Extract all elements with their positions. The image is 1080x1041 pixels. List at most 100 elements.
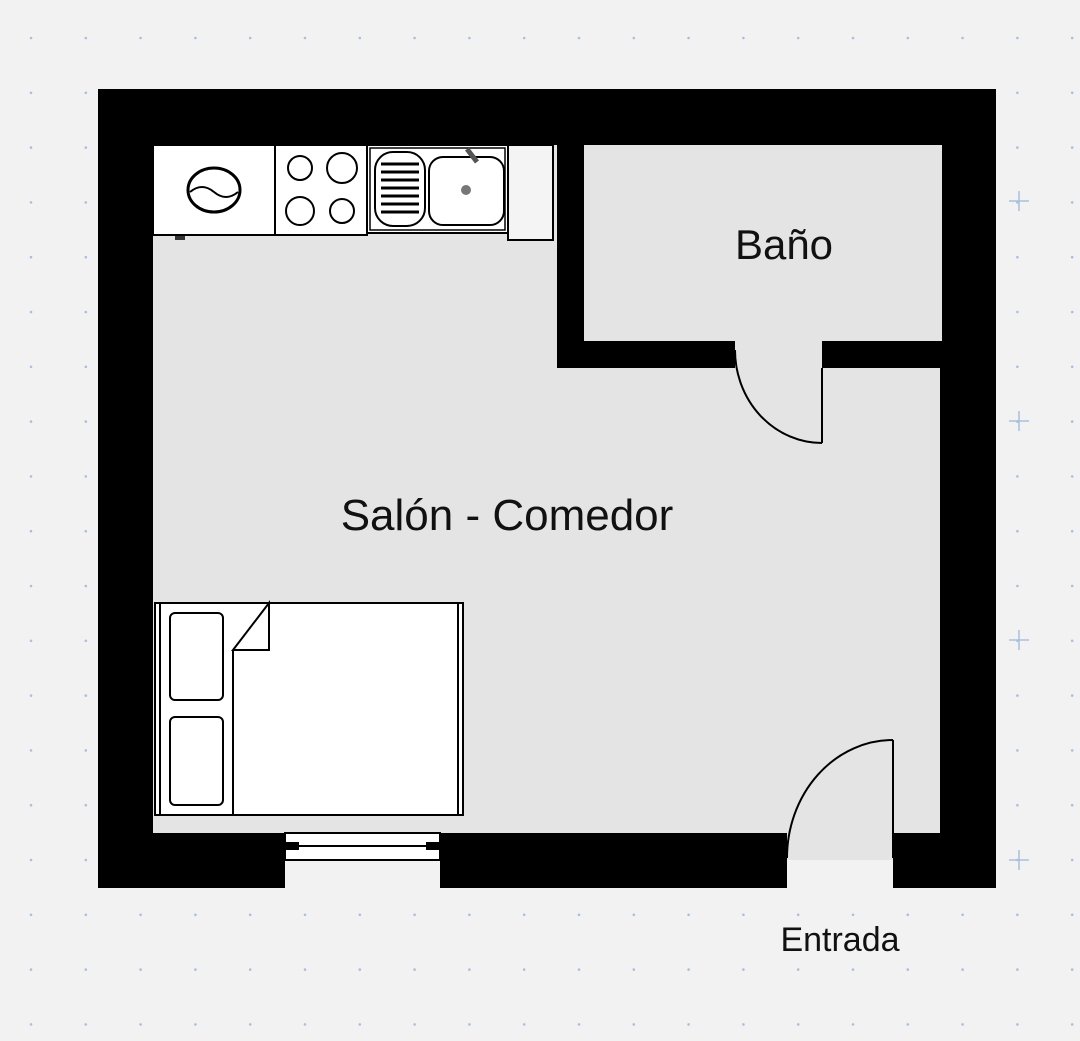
grid-dot (961, 36, 964, 40)
grid-dot (742, 913, 745, 917)
grid-dot (1016, 749, 1019, 752)
grid-dot (84, 91, 88, 95)
grid-dot (1070, 694, 1074, 697)
bathroom-wall-left (557, 145, 584, 368)
grid-dot (1016, 584, 1019, 588)
grid-dot (248, 968, 252, 971)
grid-dot (29, 968, 33, 971)
grid-dot (1016, 146, 1019, 149)
grid-dot (1016, 803, 1019, 807)
grid-dot (742, 968, 745, 971)
grid-dot (29, 91, 33, 95)
cooktop (274, 144, 368, 236)
grid-dot (577, 36, 581, 40)
bed (154, 600, 464, 816)
grid-dot (29, 365, 33, 369)
entrance-label: Entrada (780, 921, 899, 959)
entrance-door[interactable] (786, 739, 894, 888)
grid-dot (742, 36, 745, 40)
window[interactable] (284, 832, 441, 888)
grid-dot (84, 146, 88, 149)
grid-dot (961, 913, 964, 917)
grid-dot (1016, 91, 1019, 95)
grid-dot (632, 1023, 636, 1026)
grid-dot (1070, 36, 1074, 40)
grid-dot (84, 201, 88, 204)
grid-dot (1070, 749, 1074, 752)
grid-dot (1070, 91, 1074, 95)
grid-dot (1016, 310, 1019, 314)
grid-dot (687, 913, 690, 917)
grid-dot (29, 420, 33, 423)
room-label-living-dining: Salón - Comedor (341, 491, 674, 540)
grid-dot (1070, 420, 1074, 423)
grid-dot (248, 36, 252, 40)
grid-dot (303, 913, 307, 917)
grid-dot (577, 913, 581, 917)
bathroom-door-gap (735, 341, 822, 368)
grid-dot (413, 968, 416, 971)
grid-dot (194, 913, 197, 917)
grid-dot (1016, 529, 1019, 533)
grid-dot (851, 1023, 855, 1026)
grid-dot (29, 639, 33, 643)
grid-dot (1070, 639, 1074, 643)
grid-dot (84, 858, 88, 862)
grid-dot (1016, 694, 1019, 697)
grid-dot (84, 1023, 88, 1026)
grid-dot (687, 1023, 690, 1026)
grid-dot (522, 968, 526, 971)
grid-dot (1016, 913, 1019, 917)
grid-dot (303, 1023, 307, 1026)
grid-dot (29, 255, 33, 259)
grid-dot (1070, 858, 1074, 862)
grid-dot (413, 1023, 416, 1026)
grid-dot (961, 968, 964, 971)
grid-dot (1070, 584, 1074, 588)
grid-dot (139, 36, 142, 40)
grid-dot (851, 913, 855, 917)
grid-dot (1070, 913, 1074, 917)
grid-dot (522, 36, 526, 40)
grid-dot (1070, 365, 1074, 369)
grid-dot (358, 1023, 362, 1026)
grid-dot (1070, 1023, 1074, 1026)
grid-dot (522, 1023, 526, 1026)
grid-dot (632, 36, 636, 40)
bathroom-door[interactable] (734, 349, 823, 444)
grid-dot (303, 968, 307, 971)
grid-dot (29, 694, 33, 697)
grid-dot (1070, 201, 1074, 204)
grid-dot (1070, 968, 1074, 971)
grid-dot (468, 36, 471, 40)
grid-dot (906, 968, 910, 971)
grid-dot (1016, 365, 1019, 369)
grid-dot (84, 475, 88, 478)
grid-dot (84, 913, 88, 917)
grid-dot (84, 255, 88, 259)
grid-dot (84, 639, 88, 643)
grid-dot (742, 1023, 745, 1026)
grid-dot (1070, 475, 1074, 478)
grid-dot (84, 365, 88, 369)
grid-dot (1070, 529, 1074, 533)
grid-dot (1070, 255, 1074, 259)
grid-dot (577, 1023, 581, 1026)
grid-dot (84, 968, 88, 971)
grid-dot (796, 1023, 800, 1026)
grid-dot (1070, 803, 1074, 807)
grid-dot (29, 529, 33, 533)
grid-dot (194, 968, 197, 971)
drainboard-ridges (381, 162, 419, 214)
grid-dot (577, 968, 581, 971)
grid-dot (84, 803, 88, 807)
grid-dot (413, 913, 416, 917)
grid-dot (29, 584, 33, 588)
grid-dot (1016, 36, 1019, 40)
washing-machine (152, 144, 276, 240)
grid-dot (84, 694, 88, 697)
kitchen-counter (507, 144, 554, 241)
grid-dot (194, 1023, 197, 1026)
grid-dot (522, 913, 526, 917)
grid-dot (796, 913, 800, 917)
